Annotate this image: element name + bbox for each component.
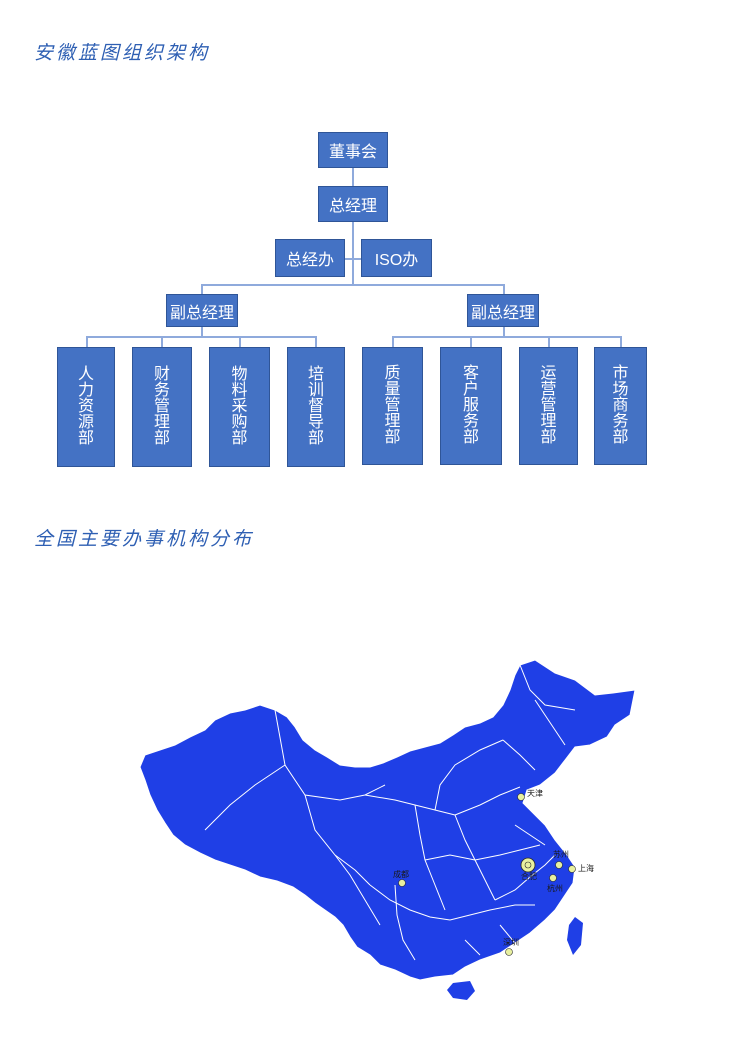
connector-left-down bbox=[201, 327, 203, 336]
dept-procurement: 物料采购部 bbox=[209, 347, 270, 467]
connector-offices bbox=[345, 258, 361, 260]
dept-finance: 财务管理部 bbox=[132, 347, 192, 467]
dept-customer-service: 客户服务部 bbox=[440, 347, 502, 465]
city-marker-hefei[interactable]: 合肥 bbox=[520, 857, 537, 881]
vp-right-box: 副总经理 bbox=[467, 294, 539, 327]
connector-right-down bbox=[503, 327, 505, 336]
connector-dept-5 bbox=[392, 336, 394, 347]
connector-dept-3 bbox=[239, 336, 241, 347]
connector-vp-right bbox=[503, 284, 505, 294]
connector-vp-left bbox=[201, 284, 203, 294]
connector-dept-1 bbox=[86, 336, 88, 347]
connector-dept-4 bbox=[315, 336, 317, 347]
china-map: 天津 苏州 上海 合肥 杭州 成都 深圳 bbox=[135, 655, 645, 1005]
dept-marketing: 市场商务部 bbox=[594, 347, 647, 465]
org-chart-title: 安徽蓝图组织架构 bbox=[34, 42, 211, 64]
map-title: 全国主要办事机构分布 bbox=[34, 528, 255, 550]
connector-dept-6 bbox=[470, 336, 472, 347]
board-box: 董事会 bbox=[318, 132, 388, 168]
connector-dept-2 bbox=[161, 336, 163, 347]
dept-hr: 人力资源部 bbox=[57, 347, 115, 467]
connector-dept-7 bbox=[548, 336, 550, 347]
hainan-island bbox=[447, 981, 475, 1000]
city-marker-shenzhen[interactable]: 深圳 bbox=[503, 937, 519, 956]
connector-right-bar bbox=[392, 336, 622, 338]
china-map-svg: 天津 苏州 上海 合肥 杭州 成都 深圳 bbox=[139, 659, 636, 1000]
gm-box: 总经理 bbox=[318, 186, 388, 222]
city-label-tianjin: 天津 bbox=[527, 788, 543, 798]
city-marker-tianjin[interactable]: 天津 bbox=[517, 788, 544, 801]
city-label-chengdu: 成都 bbox=[393, 869, 409, 879]
dept-quality: 质量管理部 bbox=[362, 347, 423, 465]
city-label-hangzhou: 杭州 bbox=[547, 883, 563, 893]
city-marker-chengdu[interactable]: 成都 bbox=[393, 869, 409, 887]
iso-office-box: ISO办 bbox=[361, 239, 432, 277]
connector-left-bar bbox=[86, 336, 317, 338]
city-label-hefei: 合肥 bbox=[521, 871, 537, 881]
dept-training: 培训督导部 bbox=[287, 347, 345, 467]
city-label-shenzhen: 深圳 bbox=[503, 937, 519, 947]
gm-office-box: 总经办 bbox=[275, 239, 345, 277]
city-label-shanghai: 上海 bbox=[578, 863, 594, 873]
city-label-suzhou: 苏州 bbox=[553, 849, 569, 859]
province-borders bbox=[204, 664, 576, 961]
connector-board-gm bbox=[352, 168, 354, 186]
mainland-shape bbox=[139, 659, 636, 981]
dept-operations: 运营管理部 bbox=[519, 347, 578, 465]
city-marker-shanghai[interactable]: 上海 bbox=[568, 863, 595, 873]
connector-gm-down bbox=[352, 222, 354, 284]
vp-left-box: 副总经理 bbox=[166, 294, 238, 327]
taiwan-island bbox=[567, 917, 583, 955]
connector-vp-bar bbox=[201, 284, 505, 286]
city-marker-suzhou[interactable]: 苏州 bbox=[553, 849, 569, 869]
connector-dept-8 bbox=[620, 336, 622, 347]
city-marker-hangzhou[interactable]: 杭州 bbox=[547, 874, 563, 894]
